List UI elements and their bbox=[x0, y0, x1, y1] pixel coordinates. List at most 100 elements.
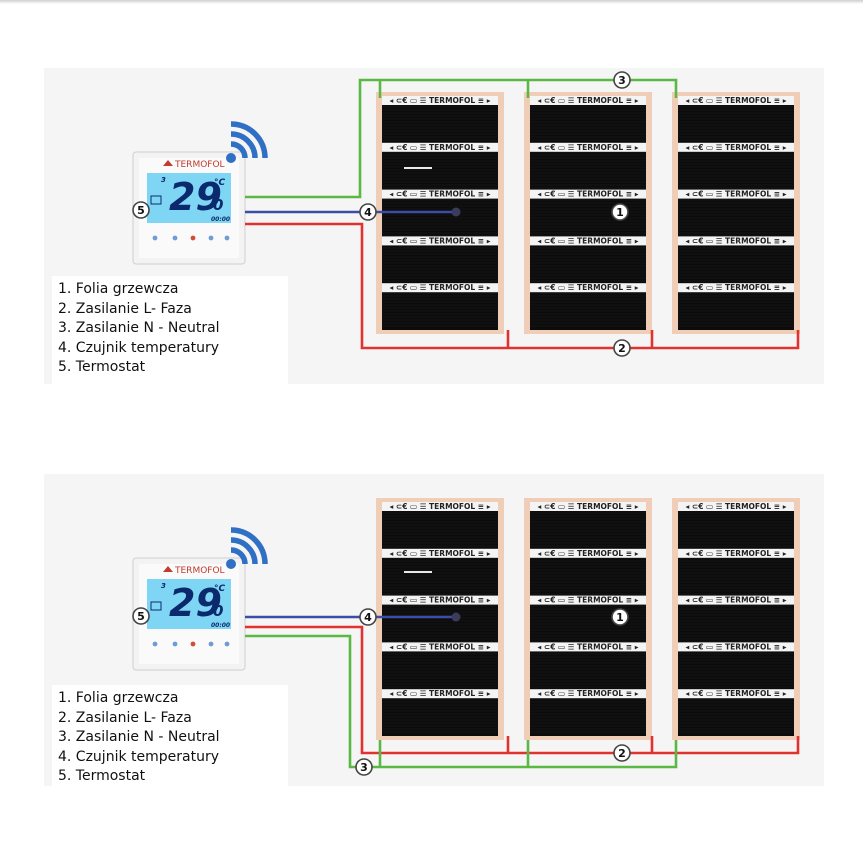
badge-4: 4 bbox=[359, 203, 377, 221]
wifi-arc-icon bbox=[230, 547, 248, 565]
film-label-strip bbox=[530, 689, 646, 699]
heating-film-3: ◂ ⊂€ ▭ ☰ TERMOFOL ≡ ▸ ◂ ⊂€ ▭ ☰ TERMOFOL ≡… bbox=[672, 498, 800, 740]
live-wire bbox=[245, 625, 800, 755]
film-brand-label: ◂ ⊂€ ▭ ☰ TERMOFOL ≡ ▸ bbox=[390, 596, 491, 605]
badge-1: 1 bbox=[611, 608, 629, 626]
film-brand-label: ◂ ⊂€ ▭ ☰ TERMOFOL ≡ ▸ bbox=[390, 642, 491, 651]
film-label-strip bbox=[678, 689, 794, 699]
film-brand-label: ◂ ⊂€ ▭ ☰ TERMOFOL ≡ ▸ bbox=[390, 143, 491, 152]
heating-film-2: ◂ ⊂€ ▭ ☰ TERMOFOL ≡ ▸ ◂ ⊂€ ▭ ☰ TERMOFOL ≡… bbox=[524, 92, 652, 334]
film-label-strip bbox=[382, 189, 498, 199]
badge-circle bbox=[132, 607, 150, 625]
film-label-strip bbox=[530, 96, 646, 105]
legend-item-sensor: 4. Czujnik temperatury bbox=[58, 748, 219, 765]
wifi-dot-icon bbox=[226, 153, 236, 163]
film-label-strip bbox=[530, 642, 646, 652]
down-button-icon bbox=[224, 641, 230, 647]
badge-4: 4 bbox=[359, 608, 377, 626]
heating-film-3: ◂ ⊂€ ▭ ☰ TERMOFOL ≡ ▸ ◂ ⊂€ ▭ ☰ TERMOFOL ≡… bbox=[672, 92, 800, 334]
badge-circle bbox=[613, 71, 631, 89]
lcd-time: 00:00 bbox=[211, 622, 230, 629]
clock-button-icon bbox=[172, 641, 178, 647]
film-brand-label: ◂ ⊂€ ▭ ☰ TERMOFOL ≡ ▸ bbox=[538, 96, 639, 105]
lcd-mode-digit: 3 bbox=[161, 582, 166, 590]
live-wire bbox=[245, 222, 800, 350]
film-label-strip bbox=[678, 96, 794, 105]
film-brand-label: ◂ ⊂€ ▭ ☰ TERMOFOL ≡ ▸ bbox=[390, 689, 491, 698]
up-button-icon bbox=[208, 641, 214, 647]
film-label-strip bbox=[382, 642, 498, 652]
wifi-arc-icon bbox=[230, 121, 268, 159]
thermostat-brand: TERMOFOL bbox=[174, 566, 225, 576]
lcd-time: 00:00 bbox=[211, 216, 230, 223]
film-label-strip bbox=[530, 595, 646, 605]
film-label-strip bbox=[530, 236, 646, 246]
film-label-strip bbox=[678, 502, 794, 511]
lcd-sensor-icon bbox=[150, 195, 162, 205]
film-label-strip bbox=[382, 283, 498, 293]
lcd-decimal: 0 bbox=[213, 196, 223, 214]
badge-circle bbox=[132, 201, 150, 219]
film-label-strip bbox=[678, 595, 794, 605]
film-brand-label: ◂ ⊂€ ▭ ☰ TERMOFOL ≡ ▸ bbox=[538, 596, 639, 605]
badge-circle bbox=[355, 758, 373, 776]
lcd-mode-digit: 3 bbox=[161, 176, 166, 184]
film-brand-label: ◂ ⊂€ ▭ ☰ TERMOFOL ≡ ▸ bbox=[390, 190, 491, 199]
badge-label: 1 bbox=[616, 206, 624, 219]
power-button-icon bbox=[190, 641, 196, 647]
film-brand-label: ◂ ⊂€ ▭ ☰ TERMOFOL ≡ ▸ bbox=[686, 502, 787, 511]
badge-label: 5 bbox=[137, 610, 145, 623]
legend-item-sensor: 4. Czujnik temperatury bbox=[58, 339, 219, 356]
film-label-strip bbox=[382, 236, 498, 246]
film-label-strip bbox=[382, 502, 498, 511]
badge-label: 3 bbox=[618, 74, 626, 87]
film-brand-label: ◂ ⊂€ ▭ ☰ TERMOFOL ≡ ▸ bbox=[538, 190, 639, 199]
badge-5: 5 bbox=[132, 607, 150, 625]
film-brand-label: ◂ ⊂€ ▭ ☰ TERMOFOL ≡ ▸ bbox=[686, 642, 787, 651]
power-button-icon bbox=[190, 235, 196, 241]
badge-circle bbox=[613, 744, 631, 762]
badge-circle bbox=[359, 608, 377, 626]
wifi-dot-icon bbox=[226, 559, 236, 569]
film-brand-label: ◂ ⊂€ ▭ ☰ TERMOFOL ≡ ▸ bbox=[390, 502, 491, 511]
clock-button-icon bbox=[172, 235, 178, 241]
lcd-sensor-icon bbox=[150, 601, 162, 611]
badge-label: 4 bbox=[364, 206, 372, 219]
badge-circle bbox=[611, 203, 629, 221]
film-label-strip bbox=[382, 96, 498, 105]
legend-item-thermostat: 5. Termostat bbox=[58, 768, 146, 784]
legend-item-live: 2. Zasilanie L- Faza bbox=[58, 300, 192, 317]
film-brand-label: ◂ ⊂€ ▭ ☰ TERMOFOL ≡ ▸ bbox=[686, 283, 787, 292]
top-divider bbox=[0, 0, 863, 4]
film-label-strip bbox=[678, 283, 794, 293]
badge-label: 5 bbox=[137, 204, 145, 217]
film-brand-label: ◂ ⊂€ ▭ ☰ TERMOFOL ≡ ▸ bbox=[686, 689, 787, 698]
film-label-strip bbox=[678, 142, 794, 152]
thermostat-brand: TERMOFOL bbox=[174, 160, 225, 170]
lcd-unit: °C bbox=[214, 584, 226, 594]
film-brand-label: ◂ ⊂€ ▭ ☰ TERMOFOL ≡ ▸ bbox=[686, 236, 787, 245]
film-label-strip bbox=[382, 142, 498, 152]
film-brand-label: ◂ ⊂€ ▭ ☰ TERMOFOL ≡ ▸ bbox=[390, 236, 491, 245]
film-label-strip bbox=[382, 548, 498, 558]
film-label-strip bbox=[530, 502, 646, 511]
legend-item-neutral: 3. Zasilanie N - Neutral bbox=[58, 320, 220, 336]
film-brand-label: ◂ ⊂€ ▭ ☰ TERMOFOL ≡ ▸ bbox=[538, 642, 639, 651]
film-brand-label: ◂ ⊂€ ▭ ☰ TERMOFOL ≡ ▸ bbox=[538, 549, 639, 558]
neutral-wire bbox=[245, 634, 678, 769]
legend-bottom: 1. Folia grzewcza 2. Zasilanie L- Faza 3… bbox=[52, 685, 288, 793]
film-label-strip bbox=[678, 236, 794, 246]
film-label-strip bbox=[678, 548, 794, 558]
film-brand-label: ◂ ⊂€ ▭ ☰ TERMOFOL ≡ ▸ bbox=[686, 190, 787, 199]
wifi-arc-icon bbox=[230, 131, 258, 159]
legend-item-thermostat: 5. Termostat bbox=[58, 359, 146, 375]
film-brand-label: ◂ ⊂€ ▭ ☰ TERMOFOL ≡ ▸ bbox=[538, 236, 639, 245]
badge-circle bbox=[611, 608, 629, 626]
down-button-icon bbox=[224, 235, 230, 241]
up-button-icon bbox=[208, 235, 214, 241]
film-label-strip bbox=[678, 189, 794, 199]
film-label-strip bbox=[678, 642, 794, 652]
badge-label: 4 bbox=[364, 611, 372, 624]
